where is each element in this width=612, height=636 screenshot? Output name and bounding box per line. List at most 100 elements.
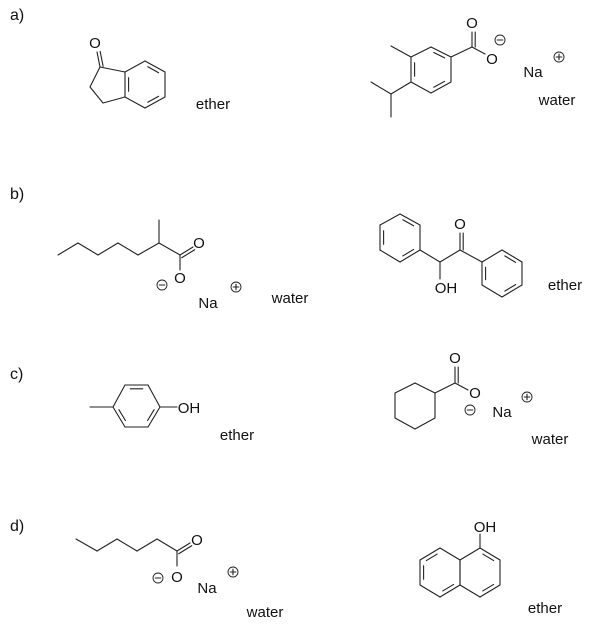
double-bond [179,246,194,256]
ring-bond [147,384,161,408]
ring-bond [394,417,416,430]
atom-oxygen-anion: O [486,51,498,68]
single-bond [439,249,461,263]
negative-charge-icon [494,34,506,46]
ring-bond [399,249,421,263]
sodium-ion: Na [523,64,543,81]
aromatic-double-bond [147,409,155,422]
ring-bond [430,81,452,94]
ring-bond [459,584,481,598]
hydroxyl-group: OH [474,519,497,536]
single-bond [419,249,441,263]
atom-oxygen: O [193,235,205,252]
aromatic-double-bond [442,583,455,592]
ring-bond [414,382,436,394]
atom-oxygen: O [191,532,203,549]
aromatic-double-bond [402,248,415,257]
ring-bond [399,213,421,226]
ring-bond [481,249,503,263]
double-bond [96,51,101,68]
single-bond [156,538,178,552]
aromatic-double-bond [433,51,446,59]
ring-bond [439,547,461,561]
single-bond [97,242,119,256]
molecule-sodium-2-methylheptanoate: O O Na [174,235,218,312]
positive-charge-icon [521,391,533,403]
molecule-1-naphthol: OH [474,519,497,536]
single-bond [454,382,469,391]
ring-bond [124,60,146,73]
ring-bond [414,417,436,430]
single-bond [471,46,486,55]
negative-charge-icon [152,572,164,584]
molecule-sodium-cyclohexanecarboxylate: O O Na [449,350,512,421]
atom-oxygen: O [454,216,466,233]
aromatic-double-bond [147,66,160,74]
ring-bond [419,584,441,598]
aromatic-double-bond [482,553,495,562]
hydroxyl-group: OH [178,400,201,417]
single-bond [75,538,98,552]
ring-bond [147,406,161,428]
atom-oxygen-anion: O [174,270,186,287]
sodium-ion: Na [492,404,512,421]
ring-bond [124,96,146,109]
solvent-label: water [531,431,569,448]
ring-bond [379,249,401,263]
molecule-p-cresol: OH [178,400,201,417]
ring-bond [410,81,432,94]
single-bond [137,242,160,256]
molecule-sodium-hexanoate: O O Na [171,532,217,597]
single-bond [434,382,456,394]
single-bond [116,538,138,552]
negative-charge-icon [156,279,168,291]
single-bond [136,538,158,552]
problem-label-d: d) [10,518,24,535]
sodium-ion: Na [198,295,218,312]
positive-charge-icon [227,566,239,578]
ring-bond [479,584,501,598]
double-bond-inner [99,50,104,67]
aromatic-double-bond [482,583,495,592]
double-bond-inner [181,249,196,259]
aromatic-double-bond [118,409,126,422]
aromatic-double-bond [504,255,517,263]
ring-bond [394,382,416,394]
sodium-ion: Na [197,580,217,597]
solvent-label: water [271,290,309,307]
solvent-label: ether [220,427,254,444]
double-bond [176,542,191,552]
single-bond [459,249,483,263]
atom-oxygen: O [449,350,461,367]
ring-bond [112,384,126,408]
ring-bond [419,547,441,561]
solvent-label: ether [196,96,230,113]
single-bond [102,96,126,104]
atom-oxygen: O [466,15,478,32]
single-bond [89,86,104,104]
solvent-label: water [538,92,576,109]
bond-layer [57,31,565,598]
single-bond [390,81,412,95]
ring-bond [144,96,166,109]
problem-label-b: b) [10,186,24,203]
single-bond [77,242,99,256]
ring-bond [439,584,461,598]
single-bond [390,45,412,58]
single-bond [99,66,126,73]
hydroxyl-group: OH [435,280,458,297]
positive-charge-icon [553,51,565,63]
aromatic-double-bond [402,219,415,227]
atom-oxygen-anion: O [469,385,481,402]
aromatic-double-bond [433,80,446,88]
ring-bond [112,406,126,428]
ring-bond [430,46,452,58]
atom-oxygen: O [89,35,101,52]
single-bond [57,242,79,256]
molecule-benzoin: O OH [435,216,466,297]
molecule-indanone: O [89,35,101,52]
ring-bond [479,547,501,561]
ring-bond [144,60,166,73]
negative-charge-icon [464,404,476,416]
